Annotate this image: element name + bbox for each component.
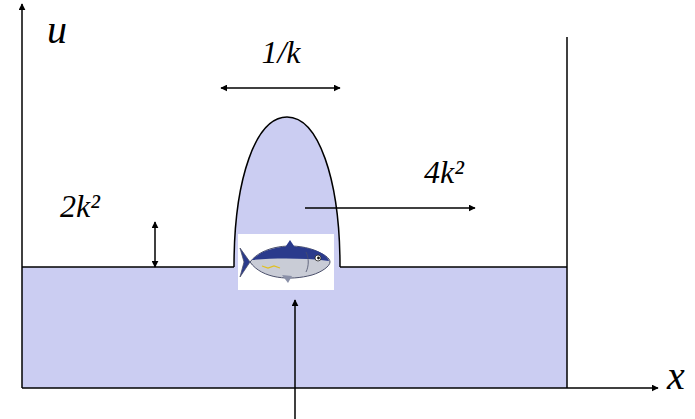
velocity-arrow (305, 207, 475, 209)
tank-wall (566, 37, 568, 388)
label-text: x (667, 353, 685, 398)
fish-picture (238, 234, 334, 290)
dimension-label: u (47, 10, 67, 50)
dimension-label: x (667, 356, 685, 396)
dimension-label: 1/k (261, 36, 300, 68)
label-text: 1/k (261, 34, 300, 70)
x-axis (22, 387, 658, 389)
u-axis (21, 4, 23, 388)
bottom-arrow (294, 300, 296, 419)
height-dimension-arrow (154, 222, 156, 267)
label-text: u (47, 7, 67, 52)
fluid-surface (22, 266, 234, 268)
fluid-surface (340, 266, 567, 268)
label-text: 4k² (424, 154, 464, 190)
width-dimension-arrow (221, 87, 340, 89)
dimension-label: 4k² (424, 156, 464, 188)
label-text: 2k² (60, 188, 100, 224)
dimension-label: 2k² (60, 190, 100, 222)
